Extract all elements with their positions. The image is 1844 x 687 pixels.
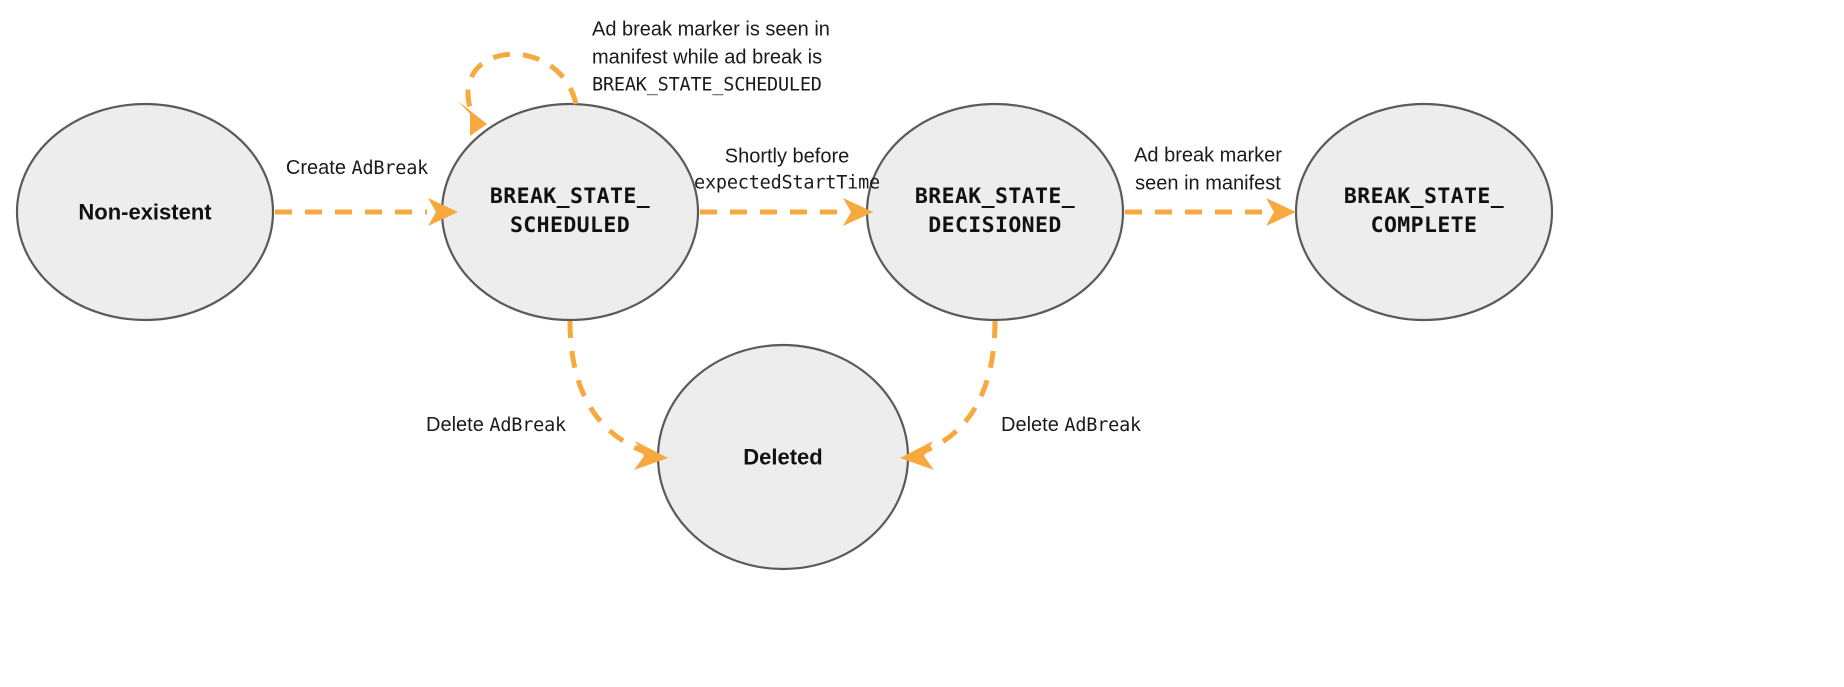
state-node-non-existent[interactable] (15, 102, 275, 322)
arrowhead-icon (428, 198, 458, 226)
arrowhead-icon (634, 441, 668, 470)
edge-create-adbreak[interactable] (275, 198, 458, 226)
arrowhead-icon (843, 198, 873, 226)
nodes-group (15, 102, 1554, 571)
arrowhead-icon (1266, 198, 1296, 226)
edges-group (275, 51, 1296, 470)
edge-marker-seen-in-manifest[interactable] (1125, 198, 1296, 226)
state-node-deleted[interactable] (656, 343, 910, 571)
state-node-break-state-decisioned[interactable] (865, 102, 1125, 322)
edge-shortly-before-expected-start-time[interactable] (700, 198, 873, 226)
arrowhead-icon (900, 441, 934, 470)
state-node-break-state-complete[interactable] (1294, 102, 1554, 322)
arrowhead-icon (458, 101, 487, 136)
edge-delete-adbreak-from-scheduled[interactable] (567, 320, 668, 470)
edge-marker-seen-while-scheduled[interactable] (458, 51, 579, 136)
edge-delete-adbreak-from-decisioned[interactable] (900, 320, 998, 470)
state-node-break-state-scheduled[interactable] (440, 102, 700, 322)
